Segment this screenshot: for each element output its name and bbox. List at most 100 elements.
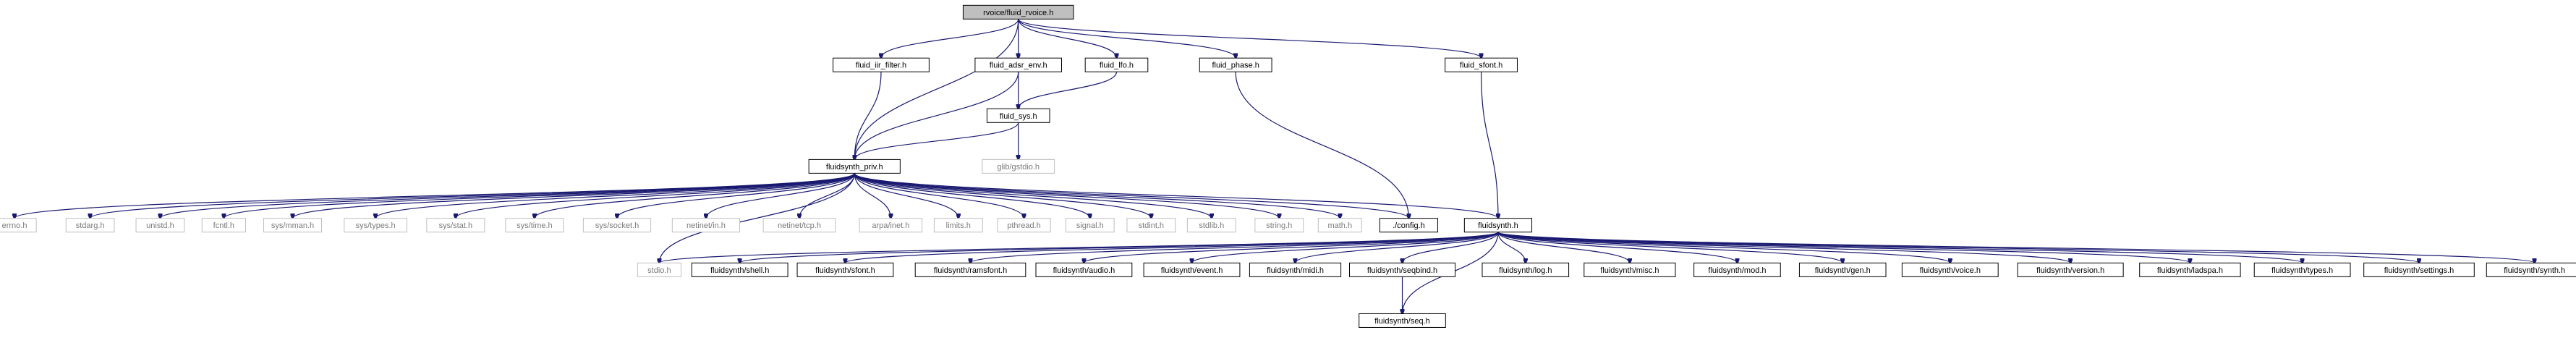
- node-fluid-iir-filter-h[interactable]: fluid_iir_filter.h: [833, 57, 930, 72]
- edge-iir-to-priv: [854, 72, 882, 159]
- node-fluidsynth-settings-h[interactable]: fluidsynth/settings.h: [2363, 262, 2475, 277]
- edge-sys-to-priv: [854, 122, 1019, 159]
- edge-fs-to-ftypes: [1497, 232, 2303, 263]
- node-label: fluidsynth/audio.h: [1053, 266, 1115, 275]
- node-label: fluid_sys.h: [1000, 112, 1037, 121]
- node-label: fluidsynth/ramsfont.h: [934, 266, 1008, 275]
- node-box: [637, 262, 681, 277]
- node-label: pthread.h: [1007, 221, 1040, 230]
- node-label: fluidsynth/sfont.h: [815, 266, 875, 275]
- node-box: [2253, 262, 2351, 277]
- node-label: fluidsynth.h: [1478, 221, 1518, 230]
- node-config-h[interactable]: ./config.h: [1379, 218, 1438, 233]
- node-box: [263, 218, 323, 233]
- node-box: [1199, 57, 1272, 72]
- node-label: netinet/in.h: [686, 221, 726, 230]
- edge-fs-to-shell: [740, 232, 1499, 263]
- node-box: [2486, 262, 2576, 277]
- node-box: [426, 218, 485, 233]
- node-label: fluidsynth/misc.h: [1600, 266, 1659, 275]
- node-fluidsynth-priv-h[interactable]: fluidsynth_priv.h: [808, 158, 901, 174]
- node-box: [135, 218, 185, 233]
- node-fluidsynth-voice-h[interactable]: fluidsynth/voice.h: [1901, 262, 1999, 277]
- node-label: sys/types.h: [356, 221, 396, 230]
- dependency-edges: [14, 18, 2535, 313]
- node-fluidsynth-mod-h[interactable]: fluidsynth/mod.h: [1693, 262, 1781, 277]
- node-arpa-inet-h: arpa/inet.h: [859, 218, 923, 233]
- node-stdarg-h: stdarg.h: [65, 218, 115, 233]
- node-label: ./config.h: [1393, 221, 1425, 230]
- node-label: fluidsynth/shell.h: [710, 266, 769, 275]
- node-fluidsynth-version-h[interactable]: fluidsynth/version.h: [2017, 262, 2124, 277]
- node-box: [762, 218, 836, 233]
- node-box: [833, 57, 930, 72]
- node-netinet-tcp-h: netinet/tcp.h: [762, 218, 836, 233]
- node-fluidsynth-midi-h[interactable]: fluidsynth/midi.h: [1249, 262, 1342, 277]
- node-box: [808, 158, 901, 174]
- edge-sfont-to-fs: [1480, 72, 1498, 218]
- node-fluidsynth-gen-h[interactable]: fluidsynth/gen.h: [1798, 262, 1887, 277]
- node-box: [1379, 218, 1438, 233]
- node-box: [691, 262, 788, 277]
- node-fluidsynth-h[interactable]: fluidsynth.h: [1463, 218, 1533, 233]
- edge-lfo-to-sys: [1019, 72, 1118, 109]
- node-limits-h: limits.h: [933, 218, 983, 233]
- node-fluidsynth-misc-h[interactable]: fluidsynth/misc.h: [1584, 262, 1676, 277]
- node-box: [671, 218, 741, 233]
- node-label: glib/gstdio.h: [997, 163, 1040, 172]
- node-label: fluidsynth/event.h: [1161, 266, 1223, 275]
- node-box: [986, 108, 1050, 123]
- node-fluid-sys-h[interactable]: fluid_sys.h: [986, 108, 1050, 123]
- node-label: fluidsynth/midi.h: [1267, 266, 1324, 275]
- node-fluidsynth-ramsfont-h[interactable]: fluidsynth/ramsfont.h: [914, 262, 1026, 277]
- edge-fs-to-settings: [1497, 232, 2419, 263]
- node-fluidsynth-audio-h[interactable]: fluidsynth/audio.h: [1035, 262, 1133, 277]
- node-stdio-h: stdio.h: [637, 262, 681, 277]
- node-fluidsynth-types-h[interactable]: fluidsynth/types.h: [2253, 262, 2351, 277]
- node-label: unistd.h: [146, 221, 174, 230]
- edge-priv-to-errno: [14, 172, 855, 218]
- node-sys-types-h: sys/types.h: [344, 218, 407, 233]
- edge-priv-to-mman: [293, 172, 855, 218]
- node-fluidsynth-sfont-h[interactable]: fluidsynth/sfont.h: [796, 262, 894, 277]
- node-fluid-sfont-h[interactable]: fluid_sfont.h: [1445, 57, 1518, 72]
- node-label: fluidsynth/synth.h: [2504, 266, 2565, 275]
- edge-priv-to-stdio: [659, 173, 855, 263]
- node-sys-socket-h: sys/socket.h: [582, 218, 652, 233]
- node-fluidsynth-synth-h[interactable]: fluidsynth/synth.h: [2486, 262, 2576, 277]
- node-label: limits.h: [946, 221, 971, 230]
- node-fluidsynth-ladspa-h[interactable]: fluidsynth/ladspa.h: [2139, 262, 2241, 277]
- edge-priv-to-limits: [854, 173, 958, 218]
- node-box: [2139, 262, 2241, 277]
- node-box: [344, 218, 407, 233]
- node-fluid-lfo-h[interactable]: fluid_lfo.h: [1084, 57, 1149, 72]
- edge-priv-to-stdint: [854, 173, 1151, 218]
- node-label: sys/time.h: [517, 221, 553, 230]
- node-label: stdint.h: [1139, 221, 1164, 230]
- node-fluidsynth-log-h[interactable]: fluidsynth/log.h: [1482, 262, 1570, 277]
- edge-priv-to-math: [854, 172, 1340, 218]
- node-box: [914, 262, 1026, 277]
- edge-priv-to-string: [854, 173, 1279, 218]
- node-box: [65, 218, 115, 233]
- node-unistd-h: unistd.h: [135, 218, 185, 233]
- node-fluidsynth-seq-h[interactable]: fluidsynth/seq.h: [1359, 313, 1446, 328]
- node-box: [1349, 262, 1456, 277]
- node-label: fluidsynth/version.h: [2036, 266, 2104, 275]
- edge-priv-to-time: [535, 173, 855, 218]
- node-fluid-adsr-env-h[interactable]: fluid_adsr_env.h: [974, 57, 1063, 72]
- edge-fs-to-fsfont: [845, 232, 1499, 263]
- node-fluid-phase-h[interactable]: fluid_phase.h: [1199, 57, 1272, 72]
- node-fluidsynth-seqbind-h[interactable]: fluidsynth/seqbind.h: [1349, 262, 1456, 277]
- edge-root-to-priv: [854, 19, 1019, 159]
- node-rvoice-fluid-rvoice-h[interactable]: rvoice/fluid_rvoice.h: [962, 4, 1074, 20]
- node-stdint-h: stdint.h: [1126, 218, 1176, 233]
- node-fluidsynth-shell-h[interactable]: fluidsynth/shell.h: [691, 262, 788, 277]
- node-label: fluidsynth/seqbind.h: [1367, 266, 1437, 275]
- node-box: [1584, 262, 1676, 277]
- node-label: stdio.h: [647, 266, 671, 275]
- node-box: [796, 262, 894, 277]
- node-box: [1084, 57, 1149, 72]
- node-fluidsynth-event-h[interactable]: fluidsynth/event.h: [1143, 262, 1241, 277]
- node-box: [859, 218, 923, 233]
